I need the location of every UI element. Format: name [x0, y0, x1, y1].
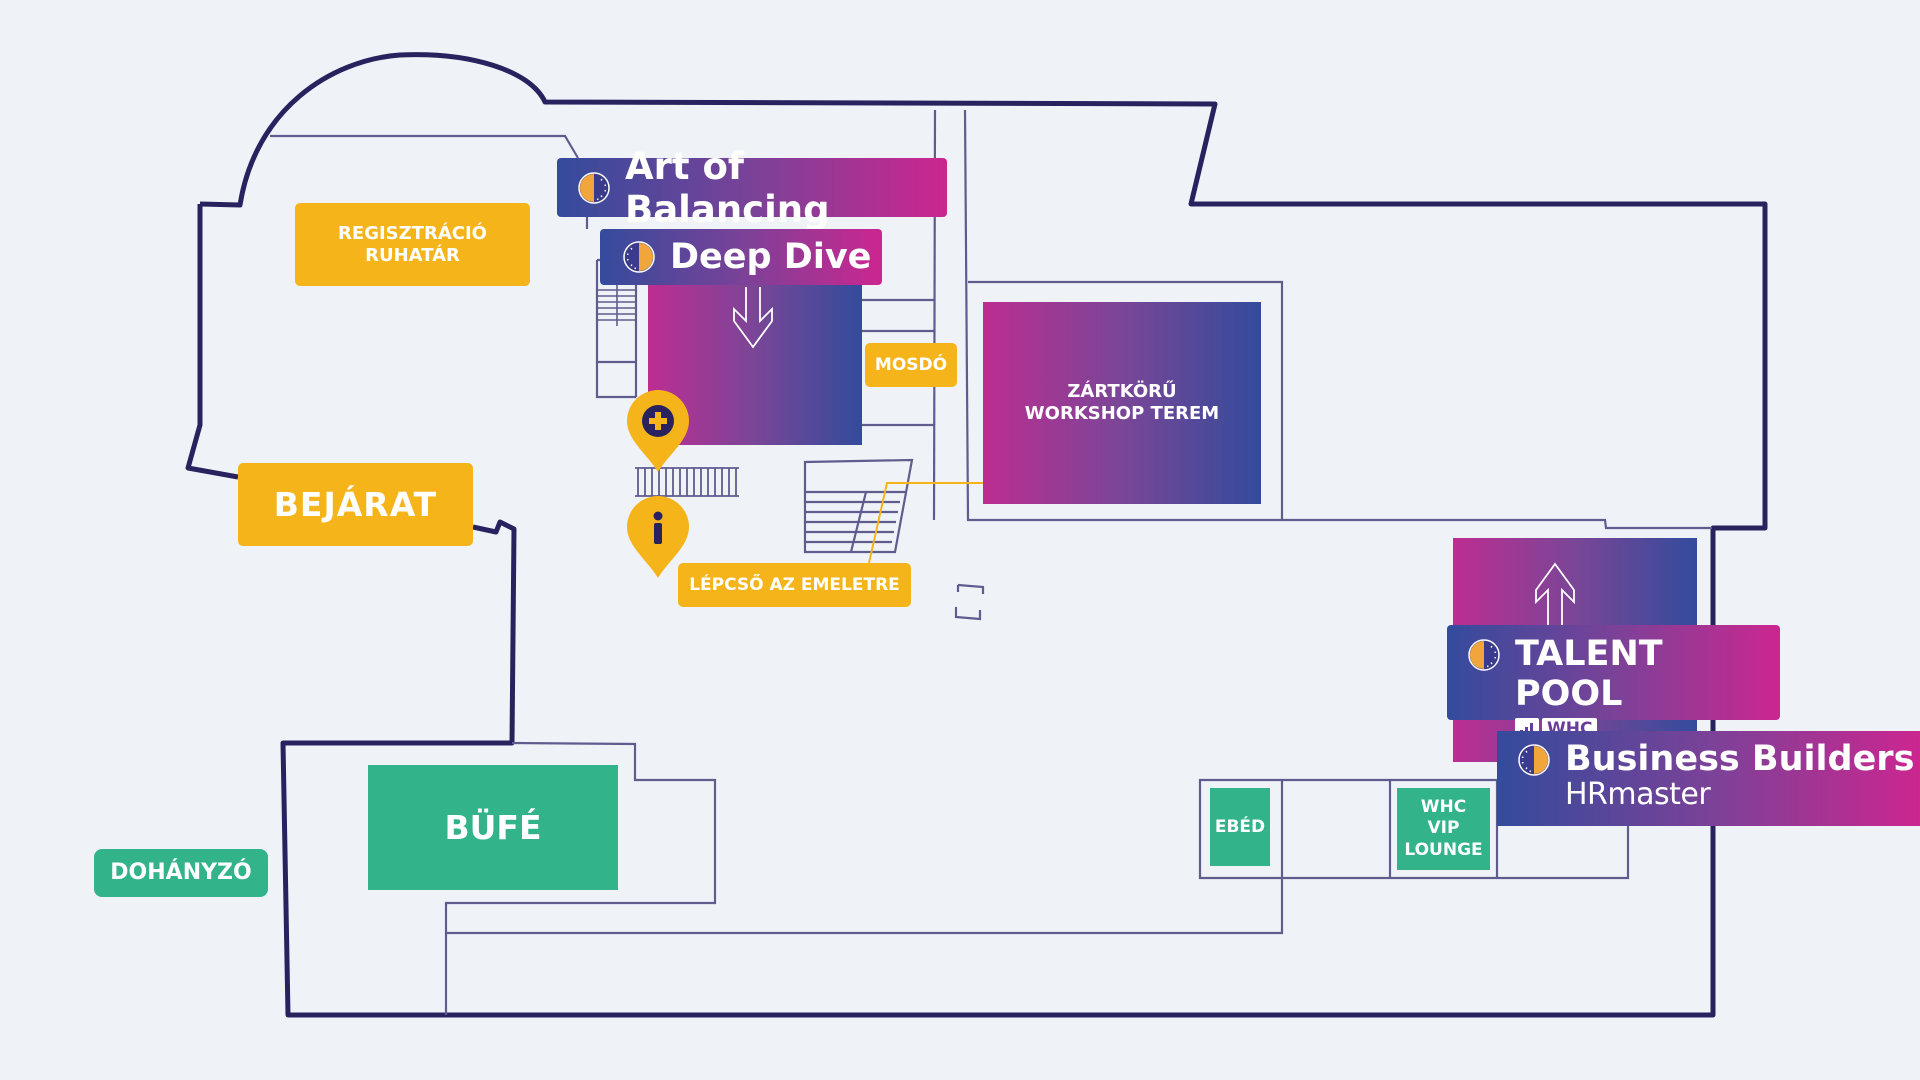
registration-cloakroom-label[interactable]: REGISZTRÁCIÓ RUHATÁR [295, 203, 530, 286]
workshop-room[interactable]: ZÁRTKÖRŰ WORKSHOP TEREM [983, 302, 1261, 504]
lunch-label[interactable]: EBÉD [1210, 788, 1270, 866]
lunch-text: EBÉD [1214, 816, 1266, 837]
deep-dive-title: Deep Dive [670, 237, 872, 277]
half-clock-icon [1518, 744, 1550, 776]
session-talent-pool[interactable]: TALENT POOL WHC [1447, 625, 1780, 740]
workshop-line2: WORKSHOP TEREM [1024, 403, 1220, 424]
vip-lounge-label[interactable]: WHC VIP LOUNGE [1397, 788, 1490, 870]
outer-walls [185, 52, 1768, 1018]
stairs-text: LÉPCSŐ AZ EMELETRE [689, 574, 900, 595]
vip-lounge-line3: LOUNGE [1404, 839, 1483, 860]
restroom-text: MOSDÓ [874, 354, 948, 375]
art-of-balancing-title: Art of Balancing [625, 144, 830, 231]
entrance-text: BEJÁRAT [273, 484, 438, 524]
stairs-label[interactable]: LÉPCSŐ AZ EMELETRE [678, 563, 911, 607]
session-business-builders[interactable]: Business Builders HRmaster [1497, 731, 1920, 826]
half-clock-icon [623, 241, 655, 273]
talent-pool-title: TALENT POOL [1515, 634, 1663, 714]
session-art-of-balancing[interactable]: Art of Balancing [557, 145, 947, 231]
restroom-label[interactable]: MOSDÓ [865, 343, 957, 387]
workshop-line1: ZÁRTKÖRŰ [1067, 381, 1177, 403]
buffet-label[interactable]: BÜFÉ [368, 765, 618, 890]
session-deep-dive[interactable]: Deep Dive [600, 229, 882, 285]
half-clock-icon [578, 171, 610, 204]
business-builders-title: Business Builders [1565, 739, 1915, 779]
registration-line2: RUHATÁR [365, 244, 460, 266]
info-pin-icon[interactable] [625, 494, 691, 580]
smoking-area-label[interactable]: DOHÁNYZÓ [94, 849, 268, 897]
vip-lounge-line1: WHC [1420, 797, 1467, 818]
buffet-text: BÜFÉ [444, 807, 542, 847]
smoking-text: DOHÁNYZÓ [110, 859, 252, 885]
arrow-up-icon [1535, 562, 1575, 626]
hrmaster-sponsor-logo: HRmaster [1565, 777, 1711, 812]
entrance-label[interactable]: BEJÁRAT [238, 463, 473, 546]
arrow-down-icon [733, 287, 773, 349]
half-clock-icon [1468, 639, 1500, 671]
first-aid-pin-icon[interactable] [625, 388, 691, 474]
registration-line1: REGISZTRÁCIÓ [338, 222, 487, 244]
vip-lounge-line2: VIP [1427, 818, 1460, 839]
